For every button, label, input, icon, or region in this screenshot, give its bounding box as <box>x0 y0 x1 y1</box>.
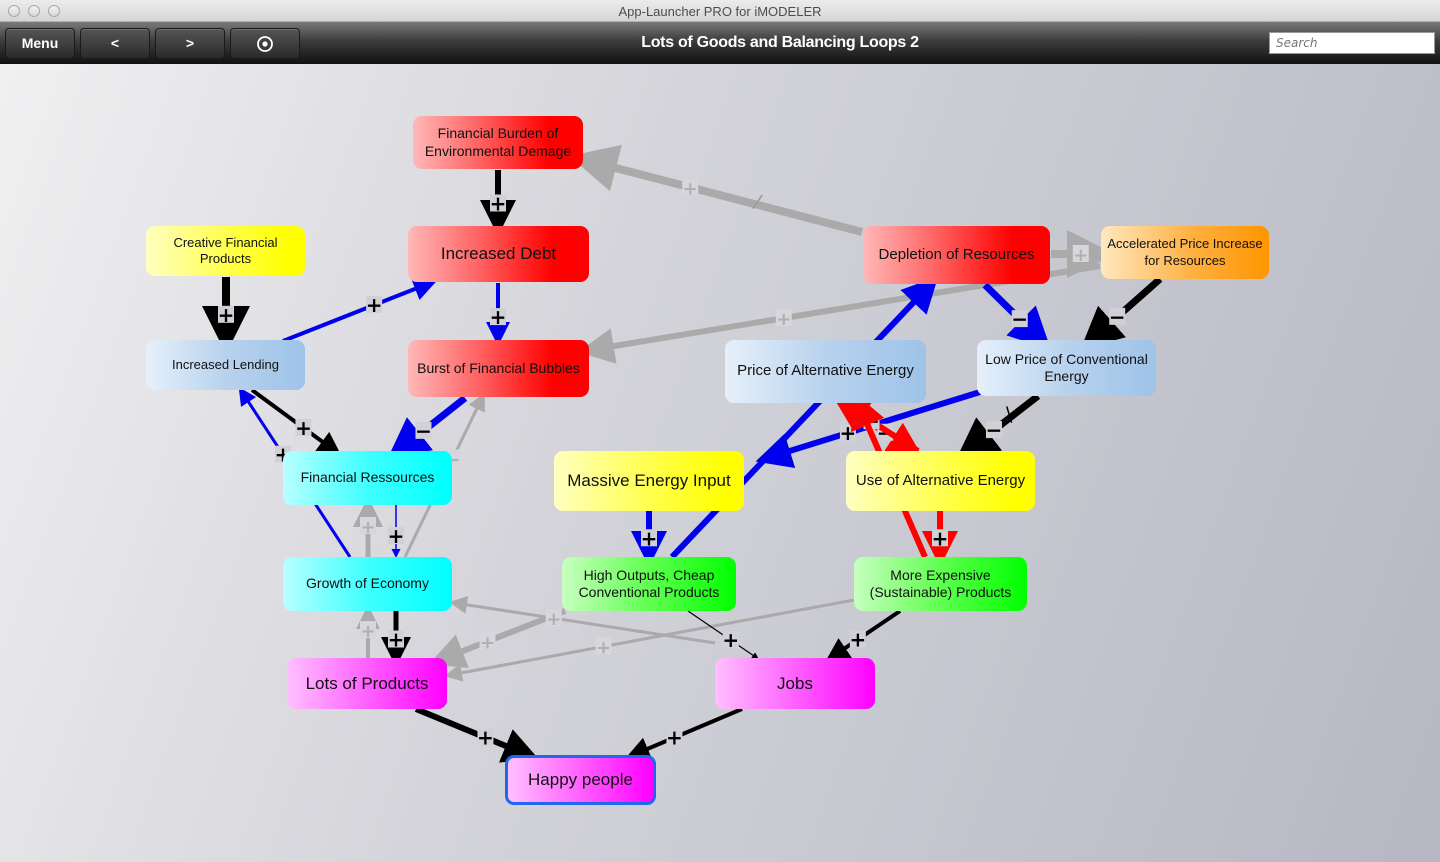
delay-marker-icon <box>752 194 763 209</box>
link-more-expensive-products-to-lots-of-products[interactable] <box>444 598 855 682</box>
positive-sign-icon: + <box>477 726 494 750</box>
search-input[interactable] <box>1269 32 1435 54</box>
node-financial-burden[interactable]: Financial Burden of Environmental Demage <box>413 116 583 169</box>
link-sign-background <box>641 529 657 547</box>
positive-sign-icon: + <box>683 178 698 199</box>
link-sign-background <box>415 421 432 439</box>
forward-button[interactable]: > <box>155 28 225 59</box>
node-high-outputs[interactable]: High Outputs, Cheap Conventional Product… <box>562 557 736 611</box>
window-titlebar: App-Launcher PRO for iMODELER <box>0 0 1440 22</box>
link-burst-of-financial-bubbles-to-financial-ressources[interactable] <box>387 395 468 460</box>
node-happy-people[interactable]: Happy people <box>505 755 656 805</box>
link-sign-background <box>1072 245 1089 262</box>
positive-sign-icon: + <box>360 517 375 538</box>
link-sign-background <box>490 194 506 212</box>
window-title: App-Launcher PRO for iMODELER <box>618 4 822 19</box>
positive-sign-icon: + <box>388 524 405 548</box>
link-high-outputs-to-jobs[interactable] <box>687 610 759 660</box>
positive-sign-icon: + <box>666 726 683 750</box>
link-sign-background <box>775 309 792 327</box>
positive-sign-icon: + <box>932 526 949 550</box>
node-more-expensive-products[interactable]: More Expensive (Sustainable) Products <box>854 557 1027 611</box>
focus-button[interactable] <box>230 28 300 59</box>
node-massive-energy-input[interactable]: Massive Energy Input <box>554 451 744 511</box>
link-sign-background <box>366 296 383 314</box>
link-high-outputs-to-depletion-of-resources[interactable] <box>669 276 939 560</box>
negative-sign-icon: − <box>415 419 432 443</box>
link-sign-background <box>849 630 866 648</box>
positive-sign-icon: + <box>596 638 611 659</box>
node-accelerated-price-increase[interactable]: Accelerated Price Increase for Resources <box>1101 226 1269 279</box>
node-depletion-of-resources[interactable]: Depletion of Resources <box>863 226 1050 284</box>
node-increased-debt[interactable]: Increased Debt <box>408 226 589 282</box>
link-sign-background <box>682 178 699 196</box>
node-financial-ressources[interactable]: Financial Ressources <box>283 451 452 505</box>
negative-sign-icon: − <box>986 418 1003 442</box>
link-sign-background <box>218 305 234 323</box>
link-sign-background <box>479 632 496 650</box>
link-sign-background <box>490 308 506 326</box>
link-sign-background <box>985 421 1002 439</box>
document-title: Lots of Goods and Balancing Loops 2 <box>641 34 919 51</box>
positive-sign-icon: + <box>366 293 383 317</box>
node-jobs[interactable]: Jobs <box>715 658 875 709</box>
link-low-price-conventional-energy-to-use-of-alternative-energy[interactable] <box>955 393 1041 460</box>
back-button[interactable]: < <box>80 28 150 59</box>
link-sign-background <box>666 728 683 746</box>
zoom-window-button[interactable] <box>48 5 60 17</box>
positive-sign-icon: + <box>490 191 507 215</box>
link-increased-lending-to-increased-debt[interactable] <box>282 277 438 343</box>
link-sign-background <box>477 728 494 746</box>
minimize-window-button[interactable] <box>28 5 40 17</box>
delay-marker-icon <box>1006 406 1013 423</box>
toolbar: Menu < > Lots of Goods and Balancing Loo… <box>0 22 1440 64</box>
node-low-price-conventional-energy[interactable]: Low Price of Conventional Energy <box>977 340 1156 396</box>
positive-sign-icon: + <box>490 305 507 329</box>
link-sign-background <box>360 517 376 534</box>
node-lots-of-products[interactable]: Lots of Products <box>287 658 447 709</box>
positive-sign-icon: + <box>1073 245 1088 266</box>
link-jobs-to-growth-of-economy[interactable] <box>449 595 716 645</box>
link-sign-background <box>388 527 404 544</box>
link-sign-background <box>295 418 312 436</box>
link-sign-background <box>722 631 739 649</box>
link-sign-background <box>595 637 612 655</box>
positive-sign-icon: + <box>218 303 235 327</box>
link-high-outputs-to-lots-of-products[interactable] <box>428 608 567 668</box>
close-window-button[interactable] <box>8 5 20 17</box>
positive-sign-icon: + <box>776 309 791 330</box>
positive-sign-icon: + <box>641 526 658 550</box>
node-increased-lending[interactable]: Increased Lending <box>146 340 305 390</box>
negative-sign-icon: − <box>1011 307 1028 331</box>
positive-sign-icon: + <box>295 416 312 440</box>
link-sign-background <box>545 609 562 627</box>
link-sign-background <box>388 630 404 648</box>
node-burst-of-financial-bubbles[interactable]: Burst of Financial Bubbles <box>408 340 589 397</box>
negative-sign-icon: − <box>1109 305 1126 329</box>
link-lots-of-products-to-happy-people[interactable] <box>414 706 540 763</box>
link-sign-background <box>360 621 376 639</box>
link-jobs-to-happy-people[interactable] <box>625 707 743 760</box>
node-growth-of-economy[interactable]: Growth of Economy <box>283 557 452 611</box>
link-accelerated-price-increase-to-low-price-conventional-energy[interactable] <box>1080 276 1163 350</box>
link-sign-background <box>1011 310 1028 328</box>
positive-sign-icon: + <box>546 609 561 630</box>
link-sign-background <box>1109 307 1126 325</box>
link-depletion-of-resources-to-financial-burden[interactable] <box>569 144 864 236</box>
positive-sign-icon: + <box>360 621 375 642</box>
positive-sign-icon: + <box>480 632 495 653</box>
menu-button[interactable]: Menu <box>5 28 75 59</box>
node-creative-financial-products[interactable]: Creative Financial Products <box>146 226 305 276</box>
positive-sign-icon: + <box>840 421 857 445</box>
link-increased-lending-to-financial-ressources[interactable] <box>250 388 342 456</box>
link-sign-background <box>932 529 948 547</box>
target-icon <box>257 36 273 52</box>
positive-sign-icon: + <box>388 628 405 652</box>
node-price-of-alternative-energy[interactable]: Price of Alternative Energy <box>725 340 926 403</box>
positive-sign-icon: + <box>849 628 866 652</box>
positive-sign-icon: + <box>722 628 739 652</box>
link-more-expensive-products-to-jobs[interactable] <box>825 609 902 662</box>
node-use-of-alternative-energy[interactable]: Use of Alternative Energy <box>846 451 1035 511</box>
